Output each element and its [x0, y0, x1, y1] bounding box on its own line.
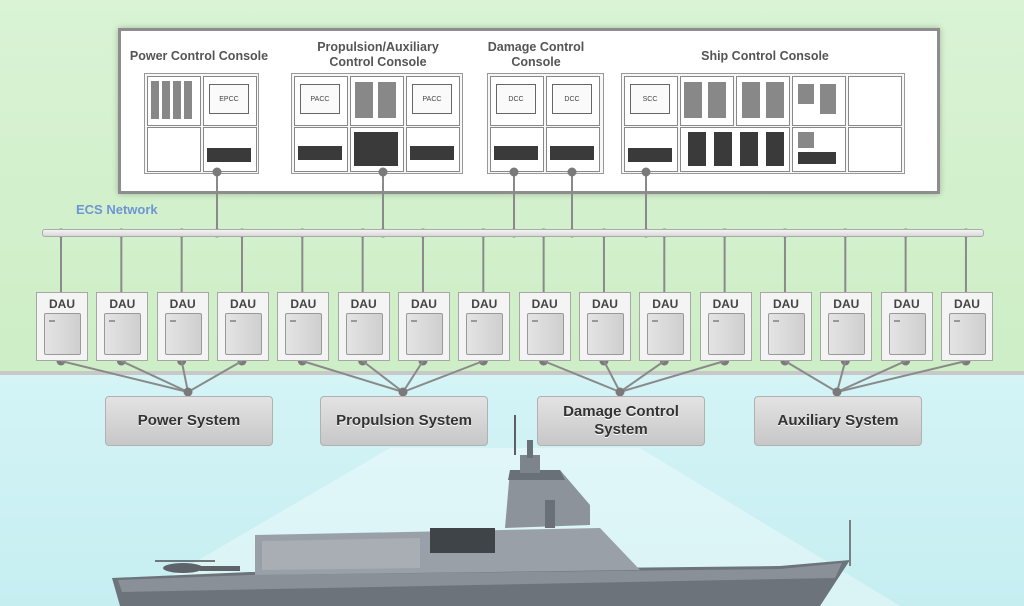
damage-control-system-box: Damage Control System [537, 396, 705, 446]
propulsion-control-console: PACC PACC [291, 73, 463, 174]
dau-system-link [362, 360, 404, 393]
dau-system-link [402, 360, 484, 393]
dau-label: DAU [350, 297, 377, 311]
dau-system-link [836, 360, 967, 393]
dau-label: DAU [712, 297, 739, 311]
dau-label: DAU [109, 297, 136, 311]
dau-cabinet-icon [104, 313, 142, 355]
dau-label: DAU [229, 297, 256, 311]
dau-unit: DAU [820, 292, 873, 361]
dau-label: DAU [772, 297, 799, 311]
dau-cabinet-icon [44, 313, 81, 355]
screen-dcc-left: DCC [496, 84, 536, 114]
dau-unit: DAU [337, 292, 390, 361]
power-control-console: EPCC [144, 73, 259, 174]
dau-unit: DAU [699, 292, 752, 361]
dau-system-link [402, 360, 424, 393]
console-node [567, 167, 577, 177]
auxiliary-system-box: Auxiliary System [754, 396, 922, 446]
dau-cabinet-icon [224, 313, 262, 355]
dau-system-link [543, 360, 621, 393]
power-system-box: Power System [105, 396, 273, 446]
console-node [641, 167, 651, 177]
dau-system-link [784, 360, 838, 393]
dau-cabinet-icon [526, 313, 564, 355]
propulsion-system-box: Propulsion System [320, 396, 488, 446]
dau-unit: DAU [518, 292, 571, 361]
dau-unit: DAU [578, 292, 631, 361]
dau-cabinet-icon [767, 313, 805, 355]
dau-unit: DAU [156, 292, 209, 361]
dau-system-link [836, 360, 907, 393]
dau-unit: DAU [216, 292, 269, 361]
dau-cabinet-icon [828, 313, 866, 355]
dau-cabinet-icon [466, 313, 504, 355]
dau-cabinet-icon [345, 313, 383, 355]
dau-unit: DAU [940, 292, 993, 361]
dau-unit: DAU [397, 292, 450, 361]
system-junction-node [615, 387, 625, 397]
dau-system-link [619, 360, 725, 393]
dau-system-link [60, 360, 189, 393]
screen-pacc-right: PACC [412, 84, 452, 114]
dau-system-link [120, 360, 189, 393]
dau-unit: DAU [36, 292, 88, 361]
dau-label: DAU [410, 297, 437, 311]
dau-cabinet-icon [586, 313, 624, 355]
console-panel: Power Control Console Propulsion/Auxilia… [118, 28, 940, 194]
dau-label: DAU [652, 297, 679, 311]
dau-system-link [619, 360, 665, 393]
ship-control-console: SCC [621, 73, 905, 174]
dau-label: DAU [893, 297, 920, 311]
dau-label: DAU [591, 297, 618, 311]
dau-cabinet-icon [707, 313, 745, 355]
dau-system-link [187, 360, 243, 393]
console-title-power: Power Control Console [129, 49, 269, 63]
dau-label: DAU [531, 297, 558, 311]
section-divider [0, 371, 1024, 375]
screen-scc: SCC [630, 84, 670, 114]
dau-system-link [302, 360, 404, 393]
dau-system-link [603, 360, 621, 393]
console-node [378, 167, 388, 177]
console-title-ship-control: Ship Control Console [701, 49, 829, 63]
console-node [509, 167, 519, 177]
dau-label: DAU [833, 297, 860, 311]
dau-cabinet-icon [164, 313, 202, 355]
console-title-propulsion: Propulsion/Auxiliary Control Console [317, 40, 439, 69]
screen-pacc-left: PACC [300, 84, 340, 114]
dau-cabinet-icon [647, 313, 685, 355]
dau-unit: DAU [96, 292, 149, 361]
damage-control-console: DCC DCC [487, 73, 604, 174]
system-junction-node [832, 387, 842, 397]
console-title-damage-control: Damage Control Console [487, 40, 585, 69]
dau-label: DAU [169, 297, 196, 311]
dau-system-link [836, 360, 847, 393]
screen-dcc-right: DCC [552, 84, 592, 114]
dau-cabinet-icon [285, 313, 323, 355]
dau-unit: DAU [639, 292, 692, 361]
ecs-network-bus [42, 229, 984, 237]
dau-unit: DAU [759, 292, 812, 361]
ecs-network-label: ECS Network [76, 202, 158, 217]
screen-epcc: EPCC [209, 84, 249, 114]
dau-system-link [180, 360, 189, 393]
dau-unit: DAU [458, 292, 511, 361]
system-junction-node [183, 387, 193, 397]
dau-cabinet-icon [948, 313, 986, 355]
system-junction-node [398, 387, 408, 397]
dau-label: DAU [290, 297, 317, 311]
dau-label: DAU [953, 297, 980, 311]
dau-unit: DAU [277, 292, 330, 361]
dau-label: DAU [49, 297, 75, 311]
dau-cabinet-icon [888, 313, 926, 355]
dau-unit: DAU [880, 292, 933, 361]
console-node [212, 167, 222, 177]
dau-label: DAU [471, 297, 498, 311]
dau-cabinet-icon [405, 313, 443, 355]
